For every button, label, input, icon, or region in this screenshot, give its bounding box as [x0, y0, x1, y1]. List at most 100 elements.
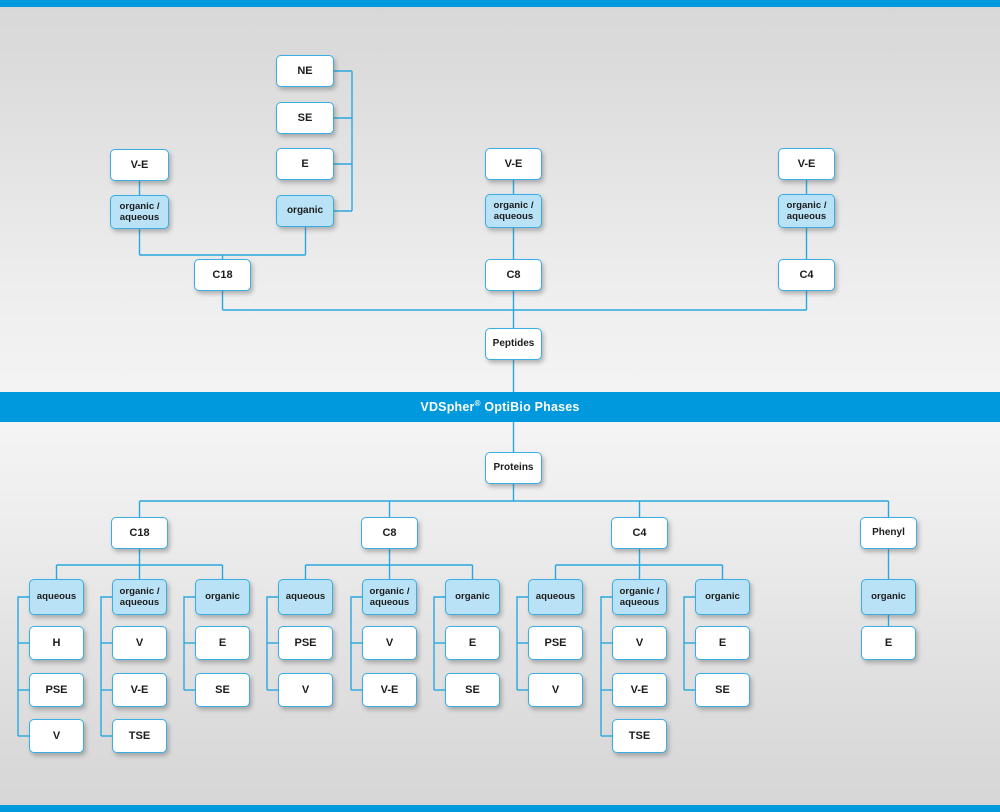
- node-proteins-phase-c4[interactable]: C4: [611, 517, 668, 549]
- node-label: V: [135, 636, 144, 649]
- node-label: V-E: [630, 683, 649, 696]
- node-proteins-c18-organic-aqueous-v[interactable]: V: [112, 626, 167, 660]
- node-label: C18: [129, 526, 150, 539]
- node-proteins-c18-organic-aqueous-ve[interactable]: V-E: [112, 673, 167, 707]
- banner-brand: VDSpher: [420, 400, 475, 415]
- node-label: NE: [297, 64, 313, 77]
- node-peptides-c18-ne[interactable]: NE: [276, 55, 334, 87]
- node-label: V-E: [130, 158, 149, 171]
- node-label: C4: [632, 526, 647, 539]
- node-label: PSE: [294, 636, 317, 649]
- node-proteins-c4-organic-aqueous[interactable]: organic / aqueous: [612, 579, 667, 615]
- node-proteins-c4-organic-aqueous-ve[interactable]: V-E: [612, 673, 667, 707]
- node-proteins-c18-aqueous-pse[interactable]: PSE: [29, 673, 84, 707]
- node-label: aqueous: [535, 591, 576, 603]
- node-peptides-c18-e[interactable]: E: [276, 148, 334, 180]
- node-label: E: [884, 636, 893, 649]
- node-label: E: [218, 636, 227, 649]
- node-proteins-phase-phenyl[interactable]: Phenyl: [860, 517, 917, 549]
- node-label: V: [385, 636, 394, 649]
- node-label-line2: aqueous: [493, 211, 534, 222]
- node-peptides-phase-c8[interactable]: C8: [485, 259, 542, 291]
- node-label-line2: aqueous: [786, 211, 827, 222]
- node-label: E: [301, 157, 309, 170]
- node-label: organic: [455, 591, 490, 603]
- node-proteins-c4-organic-aqueous-v[interactable]: V: [612, 626, 667, 660]
- node-label: organic: [871, 591, 906, 603]
- node-proteins-c8-organic-aqueous-v[interactable]: V: [362, 626, 417, 660]
- node-proteins-c18-organic-e[interactable]: E: [195, 626, 250, 660]
- node-label: PSE: [544, 636, 567, 649]
- banner-suffix: OptiBio Phases: [480, 400, 580, 415]
- bottom-accent-bar: [0, 805, 1000, 812]
- node-proteins-phase-c8[interactable]: C8: [361, 517, 418, 549]
- node-proteins-c8-organic-aqueous[interactable]: organic / aqueous: [362, 579, 417, 615]
- node-label: TSE: [128, 729, 151, 742]
- node-label: aqueous: [36, 591, 77, 603]
- node-label: V: [635, 636, 644, 649]
- node-proteins-c8-aqueous-v[interactable]: V: [278, 673, 333, 707]
- node-proteins-c8-organic-se[interactable]: SE: [445, 673, 500, 707]
- node-label: PSE: [45, 683, 68, 696]
- node-proteins-c18-organic-aqueous[interactable]: organic / aqueous: [112, 579, 167, 615]
- node-proteins-c4-organic-se[interactable]: SE: [695, 673, 750, 707]
- node-label: aqueous: [285, 591, 326, 603]
- node-proteins-phenyl-organic-e[interactable]: E: [861, 626, 916, 660]
- node-proteins-c4-aqueous-pse[interactable]: PSE: [528, 626, 583, 660]
- node-peptides-c4-organic-aqueous[interactable]: organic / aqueous: [778, 194, 835, 228]
- node-proteins-c8-organic-aqueous-ve[interactable]: V-E: [362, 673, 417, 707]
- node-label-line2: aqueous: [619, 597, 660, 608]
- node-label: SE: [297, 111, 313, 124]
- node-label: Proteins: [493, 462, 534, 474]
- node-proteins-c4-aqueous[interactable]: aqueous: [528, 579, 583, 615]
- node-label: V-E: [130, 683, 149, 696]
- node-peptides-c18-organic[interactable]: organic: [276, 195, 334, 227]
- node-peptides-c8-ve[interactable]: V-E: [485, 148, 542, 180]
- top-accent-bar: [0, 0, 1000, 7]
- node-proteins-c18-aqueous-v[interactable]: V: [29, 719, 84, 753]
- node-label-line1: organic /: [119, 585, 160, 597]
- node-peptides-c18-ve[interactable]: V-E: [110, 149, 169, 181]
- node-label: C18: [212, 268, 233, 281]
- node-label-line1: organic /: [619, 585, 660, 597]
- node-peptides-root[interactable]: Peptides: [485, 328, 542, 360]
- node-peptides-phase-c4[interactable]: C4: [778, 259, 835, 291]
- node-peptides-c18-organic-aqueous[interactable]: organic / aqueous: [110, 195, 169, 229]
- node-proteins-c8-aqueous-pse[interactable]: PSE: [278, 626, 333, 660]
- node-proteins-c4-aqueous-v[interactable]: V: [528, 673, 583, 707]
- node-proteins-root[interactable]: Proteins: [485, 452, 542, 484]
- node-label: Phenyl: [872, 527, 905, 539]
- node-label-line1: organic /: [493, 199, 534, 211]
- node-proteins-c4-organic-aqueous-tse[interactable]: TSE: [612, 719, 667, 753]
- node-proteins-c8-aqueous[interactable]: aqueous: [278, 579, 333, 615]
- node-label: V: [551, 683, 560, 696]
- node-label-line2: aqueous: [119, 597, 160, 608]
- node-proteins-c18-organic[interactable]: organic: [195, 579, 250, 615]
- node-label: V: [301, 683, 310, 696]
- node-proteins-c18-organic-se[interactable]: SE: [195, 673, 250, 707]
- node-peptides-phase-c18[interactable]: C18: [194, 259, 251, 291]
- node-label: E: [718, 636, 727, 649]
- node-proteins-c4-organic-e[interactable]: E: [695, 626, 750, 660]
- node-proteins-c18-organic-aqueous-tse[interactable]: TSE: [112, 719, 167, 753]
- node-peptides-c8-organic-aqueous[interactable]: organic / aqueous: [485, 194, 542, 228]
- node-proteins-c8-organic[interactable]: organic: [445, 579, 500, 615]
- node-label-line1: organic /: [786, 199, 827, 211]
- node-proteins-c18-aqueous-h[interactable]: H: [29, 626, 84, 660]
- node-label: V: [52, 729, 61, 742]
- node-proteins-c4-organic[interactable]: organic: [695, 579, 750, 615]
- node-label: organic: [705, 591, 740, 603]
- node-label: V-E: [380, 683, 399, 696]
- node-peptides-c18-se[interactable]: SE: [276, 102, 334, 134]
- node-label: C8: [382, 526, 397, 539]
- node-proteins-phenyl-organic[interactable]: organic: [861, 579, 916, 615]
- node-proteins-c8-organic-e[interactable]: E: [445, 626, 500, 660]
- node-proteins-phase-c18[interactable]: C18: [111, 517, 168, 549]
- node-label-line1: organic /: [119, 200, 160, 212]
- node-label: V-E: [797, 157, 816, 170]
- node-proteins-c18-aqueous[interactable]: aqueous: [29, 579, 84, 615]
- node-peptides-c4-ve[interactable]: V-E: [778, 148, 835, 180]
- node-label: V-E: [504, 157, 523, 170]
